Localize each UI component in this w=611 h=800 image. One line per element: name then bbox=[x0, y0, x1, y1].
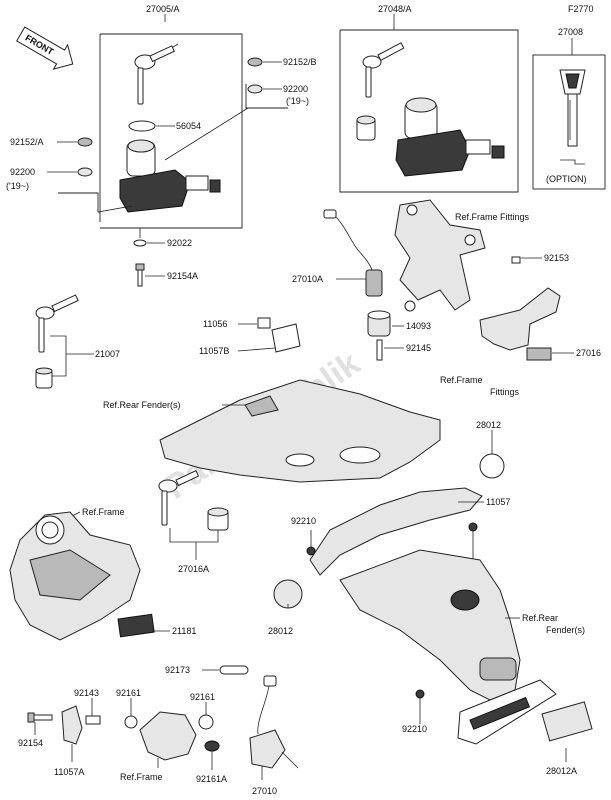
o-ring-56054[interactable] bbox=[128, 120, 156, 132]
label-27016a: 27016A bbox=[178, 564, 209, 574]
bolt-92145[interactable] bbox=[376, 339, 383, 361]
rear-fender-lower bbox=[339, 549, 521, 701]
key-icon[interactable] bbox=[158, 470, 200, 526]
label-92210-a: 92210 bbox=[291, 516, 316, 526]
nut-92210-c[interactable] bbox=[415, 689, 425, 699]
grommet-92161-b[interactable] bbox=[198, 714, 214, 730]
label-27008: 27008 bbox=[558, 27, 583, 37]
gear-icon bbox=[404, 300, 416, 312]
sensor-27010[interactable] bbox=[249, 675, 299, 769]
ref-rear-fender-2a: Ref.Rear bbox=[522, 613, 558, 623]
disc-28012-top[interactable] bbox=[479, 453, 505, 479]
washer-92022[interactable] bbox=[133, 239, 147, 247]
label-92154a: 92154A bbox=[167, 271, 198, 281]
reflector-28012a[interactable] bbox=[541, 701, 593, 742]
option-box bbox=[532, 54, 606, 190]
label-92153: 92153 bbox=[544, 253, 569, 263]
lock-cylinder-icon[interactable] bbox=[35, 367, 53, 389]
ignition-switch-icon[interactable] bbox=[119, 139, 221, 213]
front-arrow-icon: FRONT bbox=[16, 26, 74, 70]
sensor-27010a[interactable] bbox=[323, 209, 383, 297]
label-92145: 92145 bbox=[406, 343, 431, 353]
label-56054: 56054 bbox=[176, 121, 201, 131]
storage-case-21181[interactable] bbox=[117, 613, 155, 638]
license-lamp bbox=[457, 679, 557, 745]
bracket-11057b[interactable] bbox=[271, 323, 301, 353]
ref-rear-fender-2b: Fender(s) bbox=[546, 625, 585, 635]
rear-fender-upper bbox=[159, 379, 441, 483]
washer-92200-left[interactable] bbox=[77, 167, 93, 177]
label-28012a: 28012A bbox=[546, 766, 577, 776]
label-92161-b: 92161 bbox=[190, 692, 215, 702]
label-14093: 14093 bbox=[406, 321, 431, 331]
strap-92173[interactable] bbox=[219, 665, 249, 675]
ignition-switch-icon[interactable] bbox=[395, 97, 505, 177]
label-11057: 11057 bbox=[486, 497, 510, 507]
bracket-11057a[interactable] bbox=[61, 705, 83, 745]
label-92152b: 92152/B bbox=[283, 57, 317, 67]
label-11057a: 11057A bbox=[54, 767, 84, 777]
key-icon[interactable] bbox=[559, 69, 586, 147]
key-icon[interactable] bbox=[35, 294, 79, 353]
ref-frame-fittings-2b: Fittings bbox=[490, 387, 520, 397]
ref-frame-2: Ref.Frame bbox=[120, 772, 163, 782]
washer-92152a[interactable] bbox=[77, 137, 93, 147]
key-icon[interactable] bbox=[362, 42, 405, 98]
label-27048a: 27048/A bbox=[378, 4, 412, 14]
label-92161a: 92161A bbox=[196, 774, 227, 784]
key-icon[interactable] bbox=[134, 43, 179, 105]
label-92152a: 92152/A bbox=[10, 137, 44, 147]
label-28012-mid: 28012 bbox=[268, 626, 293, 636]
label-92200-top: 92200 bbox=[283, 84, 308, 94]
collar-92161a[interactable] bbox=[204, 740, 220, 752]
washer-92152b[interactable] bbox=[247, 57, 263, 67]
ref-rear-fender-1: Ref.Rear Fender(s) bbox=[103, 400, 181, 410]
label-option: (OPTION) bbox=[546, 174, 587, 184]
bolt-92154[interactable] bbox=[27, 712, 53, 723]
label-92143: 92143 bbox=[74, 688, 99, 698]
label-92022: 92022 bbox=[167, 238, 192, 248]
ref-frame-fittings-1: Ref.Frame Fittings bbox=[455, 212, 530, 222]
ref-frame-fittings-2a: Ref.Frame bbox=[440, 375, 483, 385]
label-27016: 27016 bbox=[576, 348, 601, 358]
label-11057b: 11057B bbox=[199, 346, 229, 356]
label-27010: 27010 bbox=[252, 786, 277, 796]
label-92210-c: 92210 bbox=[402, 724, 427, 734]
ref-frame-1: Ref.Frame bbox=[82, 507, 125, 517]
label-92200-left: 92200 bbox=[10, 167, 35, 177]
disc-28012-mid[interactable] bbox=[273, 579, 303, 609]
label-92161-a: 92161 bbox=[116, 688, 141, 698]
label-28012-top: 28012 bbox=[476, 420, 501, 430]
grommet-14093[interactable] bbox=[367, 310, 391, 337]
label-92154: 92154 bbox=[18, 738, 43, 748]
spacer-92143[interactable] bbox=[85, 715, 101, 725]
frame-lower-bracket bbox=[139, 711, 197, 761]
bolt-92153[interactable] bbox=[511, 256, 521, 264]
bracket-27016[interactable] bbox=[479, 287, 561, 361]
grommet-92161-a[interactable] bbox=[124, 715, 138, 729]
license-bracket-11057[interactable] bbox=[309, 487, 483, 576]
nut-92210-b[interactable] bbox=[468, 522, 478, 532]
nut-92210-a[interactable] bbox=[306, 546, 316, 556]
label-21181: 21181 bbox=[172, 626, 196, 636]
label-21007: 21007 bbox=[95, 349, 120, 359]
label-19-left: ('19~) bbox=[6, 181, 29, 191]
frame-fitting bbox=[394, 199, 486, 311]
label-92173: 92173 bbox=[165, 665, 190, 675]
label-19-top: ('19~) bbox=[286, 96, 309, 106]
label-27010a: 27010A bbox=[292, 274, 323, 284]
washer-92200-top[interactable] bbox=[247, 84, 263, 94]
clip-11056[interactable] bbox=[257, 317, 271, 329]
bolt-92154a[interactable] bbox=[135, 263, 145, 287]
frame-left bbox=[9, 511, 141, 641]
label-11056: 11056 bbox=[203, 319, 227, 329]
label-27005a: 27005/A bbox=[146, 4, 180, 14]
figure-code: F2770 bbox=[568, 4, 594, 14]
lock-cylinder-icon[interactable] bbox=[207, 507, 229, 531]
lock-cylinder-icon[interactable] bbox=[356, 115, 376, 141]
